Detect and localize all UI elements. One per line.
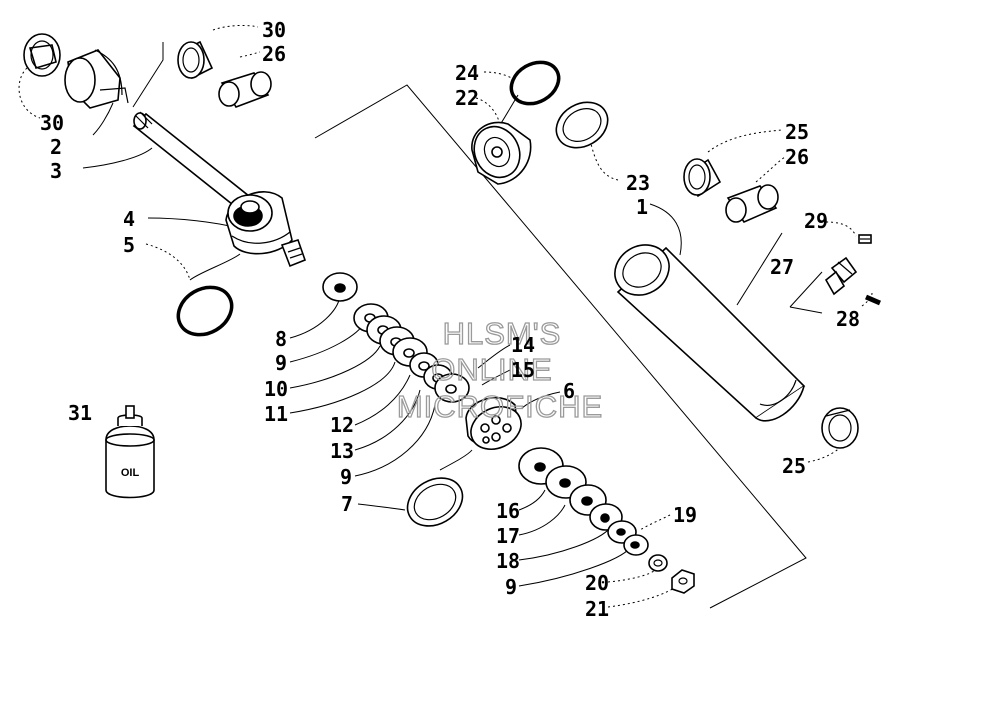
valve-27 [824, 256, 858, 296]
callout-2: 2 [50, 135, 62, 159]
callout-12: 12 [330, 413, 354, 437]
oil-bottle-31: OIL [105, 405, 155, 499]
bushing-30-left [23, 33, 61, 77]
bushing-25-bottom [821, 407, 859, 449]
callout-10: 10 [264, 377, 288, 401]
watermark: HLSM'S ONLINE MICROFICHE [396, 315, 603, 424]
o-ring-24 [509, 60, 561, 106]
piston-band-7 [406, 477, 464, 527]
shock-body-1 [614, 244, 806, 422]
callout-25-bottom: 25 [782, 454, 806, 478]
bushing-25-top [683, 158, 722, 198]
pin-28 [865, 294, 881, 306]
watermark-line-2: ONLINE [431, 352, 552, 387]
sleeve-26-right [725, 184, 779, 224]
callout-30-top: 30 [262, 18, 286, 42]
callout-29: 29 [804, 209, 828, 233]
assembly-bracket-lines [132, 42, 823, 609]
callout-13: 13 [330, 439, 354, 463]
callout-16: 16 [496, 499, 520, 523]
callout-8: 8 [275, 327, 287, 351]
screw-29 [858, 234, 872, 244]
callout-25-top: 25 [785, 120, 809, 144]
callout-3: 3 [50, 159, 62, 183]
callout-9-a: 9 [275, 351, 287, 375]
callout-4: 4 [123, 207, 135, 231]
valve-stack-lower [518, 447, 695, 594]
reservoir-cap-22 [471, 121, 532, 185]
sleeve-26-top [218, 71, 272, 108]
seal-head-4 [225, 191, 307, 268]
callout-26-right: 26 [785, 145, 809, 169]
callout-27: 27 [770, 255, 794, 279]
eyelet-2 [64, 49, 129, 109]
callout-23: 23 [626, 171, 650, 195]
oil-label: OIL [121, 467, 140, 479]
callout-31: 31 [68, 401, 92, 425]
callout-20: 20 [585, 571, 609, 595]
watermark-line-1: HLSM'S [443, 316, 562, 351]
valve-stack-upper [322, 272, 470, 403]
bushing-30-top [177, 40, 214, 80]
callout-19: 19 [673, 503, 697, 527]
callout-9-b: 9 [340, 465, 352, 489]
callout-11: 11 [264, 402, 288, 426]
callout-17: 17 [496, 524, 520, 548]
leader-lines [18, 24, 873, 608]
callout-22: 22 [455, 86, 479, 110]
callout-21: 21 [585, 597, 609, 621]
ring-23 [555, 101, 609, 149]
callout-14: 14 [511, 333, 535, 357]
callout-6: 6 [563, 379, 575, 403]
callout-28: 28 [836, 307, 860, 331]
callout-18: 18 [496, 549, 520, 573]
o-ring-5 [176, 285, 234, 337]
callout-26-top: 26 [262, 42, 286, 66]
callout-5: 5 [123, 233, 135, 257]
callout-7: 7 [341, 492, 353, 516]
callout-9-c: 9 [505, 575, 517, 599]
callout-labels: 30 26 30 2 3 24 22 25 26 23 1 29 27 28 4… [40, 18, 860, 621]
callout-30-left: 30 [40, 111, 64, 135]
callout-15: 15 [511, 358, 535, 382]
callout-24: 24 [455, 61, 479, 85]
piston-6 [465, 396, 522, 450]
callout-1: 1 [636, 195, 648, 219]
watermark-line-3: MICROFICHE [397, 389, 603, 424]
